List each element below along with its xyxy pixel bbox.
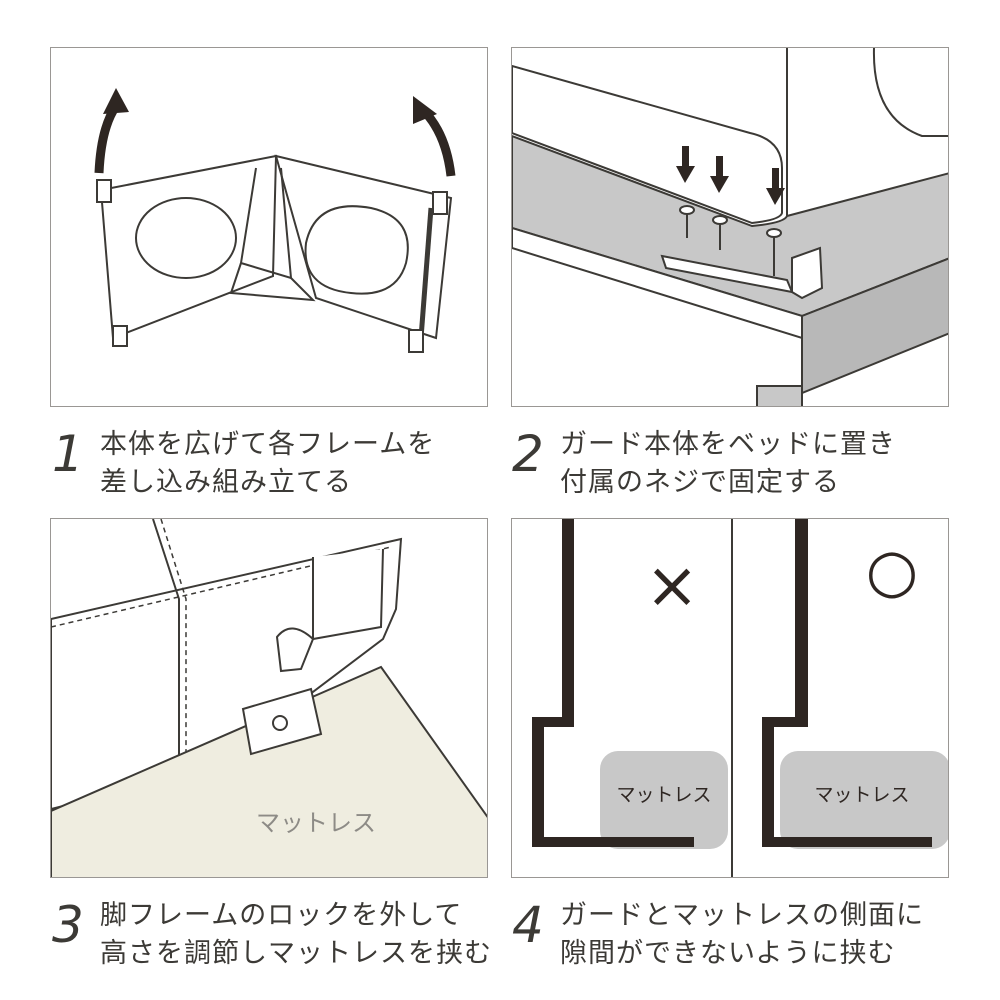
gap-comparison-drawing: マットレス × マットレス ○ <box>532 519 948 877</box>
step-text-line: 隙間ができないように挟む <box>560 938 896 969</box>
step-text: 本体を広げて各フレームを 差し込み組み立てる <box>100 426 435 502</box>
step-text: ガード本体をベッドに置き 付属のネジで固定する <box>560 426 896 502</box>
step-text-line: 差し込み組み立てる <box>100 467 352 498</box>
mattress-label: マットレス <box>256 809 376 837</box>
step-text-line: 脚フレームのロックを外して <box>100 900 463 931</box>
bed-screw-drawing <box>512 48 948 406</box>
step-text-line: 付属のネジで固定する <box>560 467 840 498</box>
screw-icon <box>679 205 782 276</box>
correct-mark-icon: ○ <box>866 536 918 606</box>
illustration-screw-fix <box>511 47 949 407</box>
step-text: ガードとマットレスの側面に 隙間ができないように挟む <box>560 897 924 973</box>
step-text: 脚フレームのロックを外して 高さを調節しマットレスを挟む <box>100 897 492 973</box>
illustration-gap-comparison: マットレス × マットレス ○ <box>511 518 949 878</box>
step-number: 3 <box>52 896 84 954</box>
arrow-up-left-icon <box>94 103 120 174</box>
arrow-up-right-icon <box>419 106 456 177</box>
mattress-label-wrong: マットレス <box>616 784 711 806</box>
step-number: 1 <box>52 425 84 483</box>
illustration-leg-adjust: マットレス <box>50 518 488 878</box>
wrong-mark-icon: × <box>645 549 699 623</box>
arrow-down-icon <box>676 146 785 205</box>
step-text-line: ガードとマットレスの側面に <box>560 900 924 931</box>
step-text-line: ガード本体をベッドに置き <box>560 429 896 460</box>
illustration-unfold-guard <box>50 47 488 407</box>
step-text-line: 高さを調節しマットレスを挟む <box>100 938 492 969</box>
guard-unfold-drawing <box>94 88 456 353</box>
leg-lock-drawing: マットレス <box>51 519 487 877</box>
step-number: 2 <box>512 425 544 483</box>
step-text-line: 本体を広げて各フレームを <box>100 429 436 460</box>
step-number: 4 <box>512 896 544 954</box>
mattress-label-correct: マットレス <box>814 784 909 806</box>
